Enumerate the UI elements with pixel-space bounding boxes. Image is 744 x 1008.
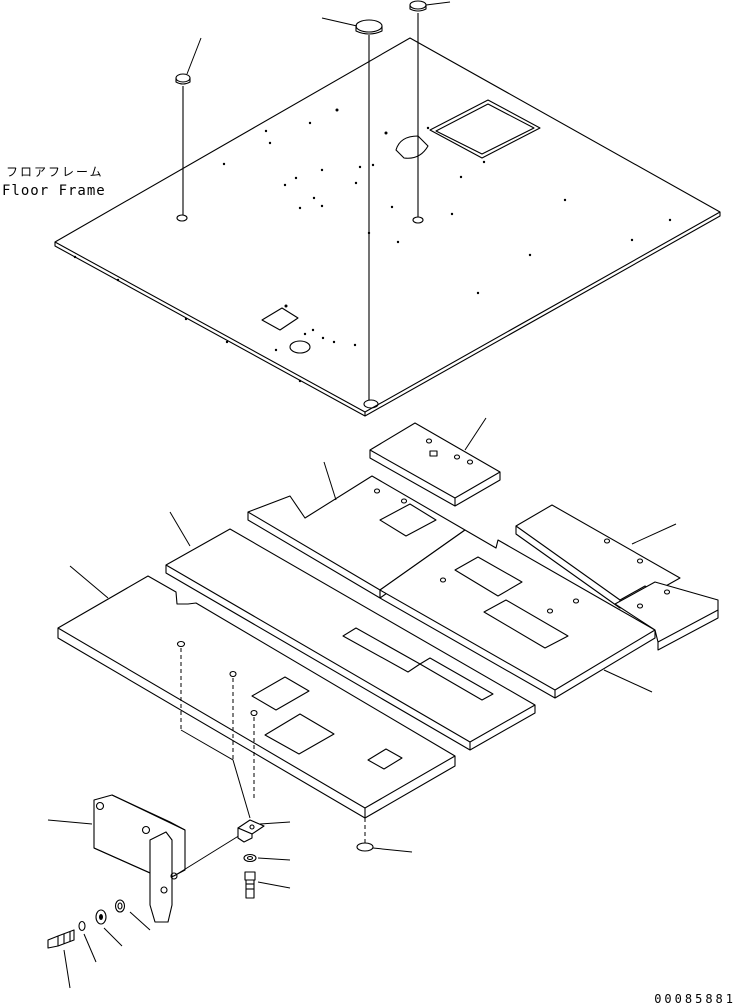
mat-pad-small	[369, 422, 501, 507]
mat-right-large	[379, 529, 656, 699]
side-cover	[93, 794, 246, 923]
plug-left	[175, 73, 191, 215]
plug-right	[409, 0, 427, 217]
bolt-assembly-left	[47, 899, 126, 949]
bolt-assembly-right	[243, 842, 374, 899]
mat-right-corner	[614, 581, 719, 651]
mounting-bracket	[237, 819, 265, 843]
drawing-number: 00085881	[654, 992, 736, 1006]
mat-middle-long	[165, 528, 536, 751]
floor-frame-plate	[54, 37, 721, 417]
floor-frame-label-japanese: フロアフレーム	[6, 165, 104, 179]
floor-frame-label-english: Floor Frame	[2, 183, 106, 199]
plug-center	[355, 19, 383, 400]
assembly-lines	[180, 648, 366, 843]
callout-leaders	[47, 1, 677, 989]
